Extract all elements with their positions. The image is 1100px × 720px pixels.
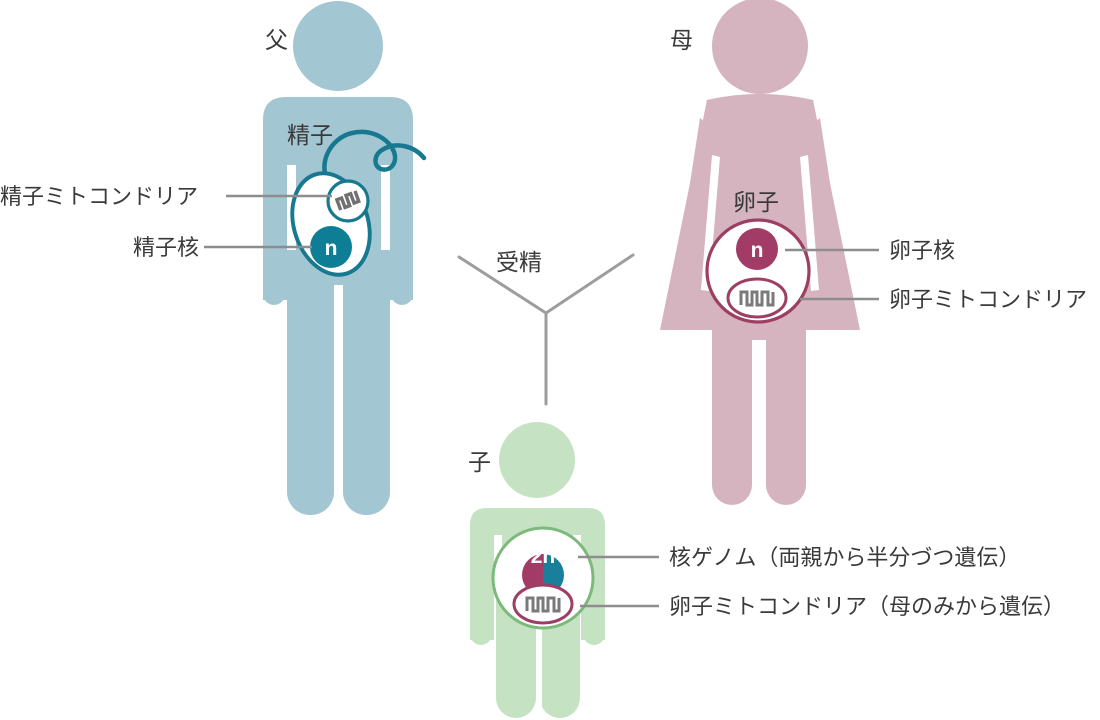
father-leg-left (287, 250, 334, 515)
child-leg-left (496, 600, 536, 718)
sperm-mitochondrion (326, 179, 370, 223)
father-leg-gap (334, 292, 343, 520)
child-leg-gap (536, 622, 542, 718)
child-cristae-icon (525, 596, 561, 613)
child-head-icon (499, 422, 575, 498)
label-egg-mitochondrion: 卵子ミトコンドリア (889, 287, 1087, 312)
sperm-nucleus: n (310, 226, 352, 268)
fertilization-connector: 受精 (457, 249, 635, 406)
mother-leg-left (712, 320, 752, 505)
egg-mitochondrion (726, 277, 788, 319)
mother-leg-gap (752, 340, 766, 510)
child-leg-right (540, 600, 580, 718)
egg-nucleus-glyph: n (751, 239, 764, 262)
father-arm-right (391, 150, 413, 305)
father-arm-gap-left (287, 165, 296, 310)
mother-arm-left (671, 118, 716, 319)
mother-arm-right (804, 118, 849, 319)
child-mitochondrion (512, 583, 574, 625)
egg-nucleus: n (736, 228, 778, 270)
mother-annotations: 卵子核 卵子ミトコンドリア (785, 238, 1087, 312)
father-title: 父 (265, 27, 288, 53)
mother-leg-right (766, 320, 806, 505)
egg-cell: n (705, 218, 811, 324)
sperm-cristae-icon (334, 190, 361, 211)
father-arm-gap-right (381, 165, 390, 310)
child-arm-left (470, 520, 492, 645)
child-nucleus-glyph: 2n (531, 545, 556, 568)
father-hip-gap (334, 285, 343, 297)
mother-arm-gap-right (800, 155, 819, 291)
father-annotations: 精子ミトコンドリア 精子核 (0, 184, 332, 260)
mother-head-icon (712, 0, 808, 94)
mother-arm-gap-left (701, 155, 720, 291)
father-leg-right (343, 250, 390, 515)
sperm-cell: n (290, 129, 427, 277)
mother-title: 母 (670, 27, 693, 53)
fertilization-label: 受精 (496, 249, 542, 275)
fertilization-y-line (457, 253, 635, 406)
mother-cell-label: 卵子 (733, 189, 779, 215)
child-nuclear-genome: 2n (522, 545, 564, 596)
label-sperm-nucleus: 精子核 (133, 235, 199, 260)
child-title: 子 (468, 449, 491, 475)
father-arm-left (263, 150, 285, 305)
label-sperm-mitochondrion: 精子ミトコンドリア (0, 184, 198, 209)
mother-shoulders-shape (698, 94, 822, 150)
label-child-mitochondrion: 卵子ミトコンドリア（母のみから遺伝） (669, 594, 1065, 619)
sperm-nucleus-glyph: n (325, 237, 338, 260)
father-cell-label: 精子 (287, 122, 333, 148)
father-head-icon (293, 1, 383, 91)
child-cell: 2n (491, 526, 595, 630)
egg-cristae-icon (739, 290, 775, 307)
label-egg-nucleus: 卵子核 (889, 238, 955, 263)
child-annotations: 核ゲノム（両親から半分づつ遺伝） 卵子ミトコンドリア（母のみから遺伝） (578, 545, 1065, 619)
label-child-nuclear-genome: 核ゲノム（両親から半分づつ遺伝） (669, 545, 1020, 570)
sperm-tail-icon (322, 129, 427, 188)
